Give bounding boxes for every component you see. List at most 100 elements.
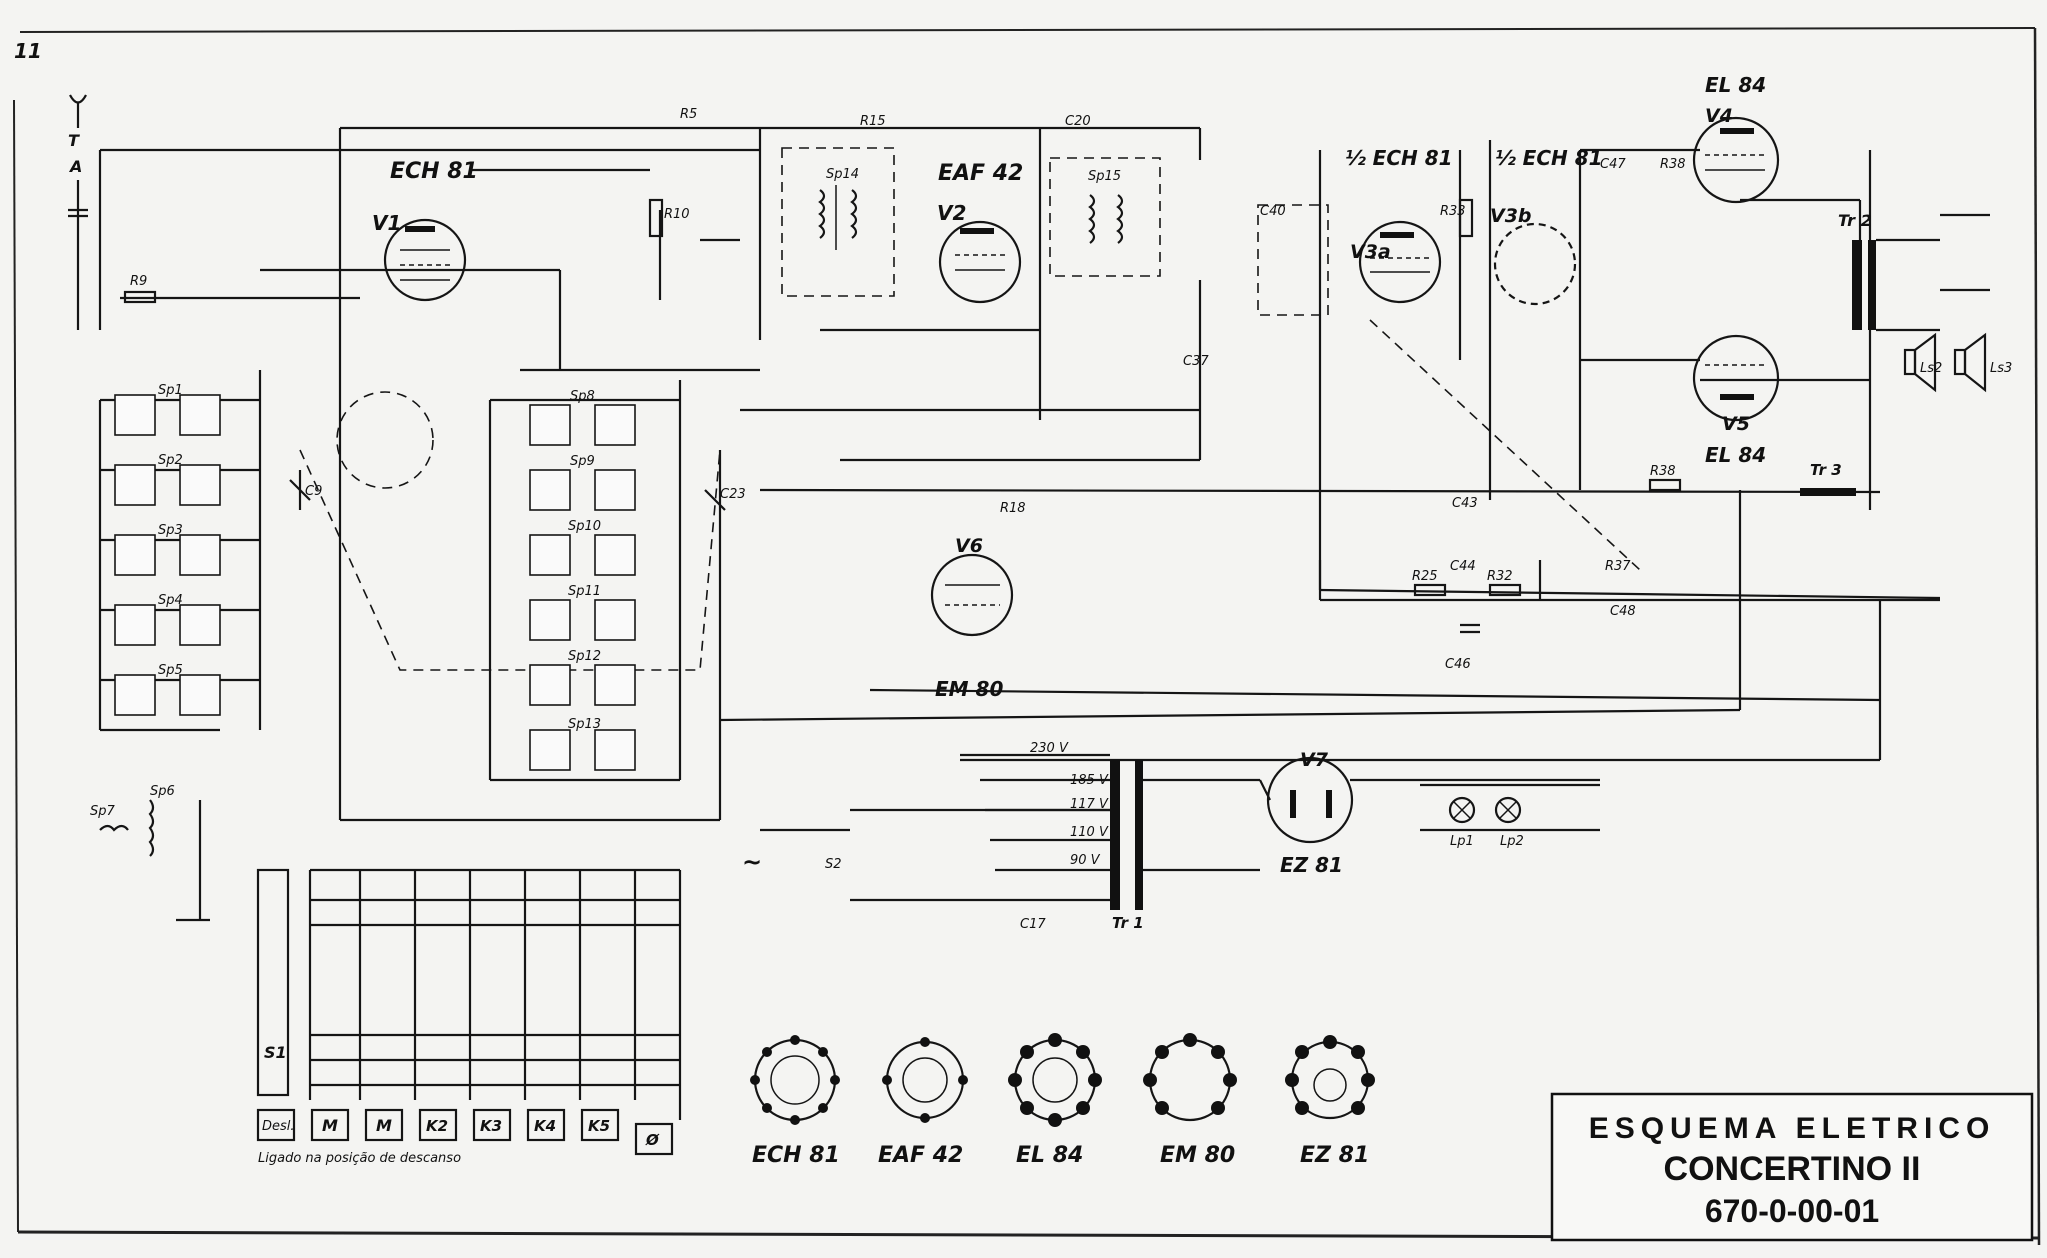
label-c35: C37 bbox=[1183, 354, 1209, 369]
component-labels: R9 R10 R33 R38 R25 R32 C46 C44 R37 C48 C… bbox=[123, 107, 1686, 932]
tube-v4: V4 EL 84 bbox=[1692, 73, 1780, 204]
page-mark: 11 bbox=[14, 39, 42, 63]
coil-sp6-sp7: Sp6 Sp7 bbox=[90, 784, 210, 922]
key-phono: Ø bbox=[645, 1131, 660, 1149]
tube-v3b-ref: V3b bbox=[1490, 205, 1532, 227]
switch-keys: Desl. M M K2 K3 K4 K5 Ø Ligado na posiçã… bbox=[256, 1108, 674, 1166]
tap-117v: 117 V bbox=[1070, 797, 1109, 812]
coil-label-sp15: Sp15 bbox=[1088, 169, 1121, 184]
cap-label-c23: C23 bbox=[720, 487, 746, 502]
tap-185v: 185 V bbox=[1070, 773, 1109, 788]
tube-v6-ref: V6 bbox=[955, 535, 983, 557]
transformer-tr2-label: Tr 2 bbox=[1838, 211, 1872, 230]
coil-bank-left: Sp1 Sp2 Sp3 Sp4 Sp5 bbox=[98, 370, 262, 732]
tap-90v: 90 V bbox=[1070, 853, 1101, 868]
coil-label-sp10: Sp10 bbox=[568, 519, 601, 534]
coil-label-sp1: Sp1 bbox=[158, 383, 183, 398]
if-transformer-2-shield bbox=[1049, 157, 1161, 277]
base-ech81: ECH 81 bbox=[750, 1035, 840, 1168]
title-block: ESQUEMA ELETRICO CONCERTINO II 670-0-00-… bbox=[1550, 1092, 2034, 1242]
title-line-3: 670-0-00-01 bbox=[1705, 1193, 1879, 1229]
ground-label: T bbox=[68, 131, 80, 150]
label-r33: R32 bbox=[1487, 569, 1513, 584]
pilot-lamps: Lp1 Lp2 bbox=[1420, 783, 1600, 849]
cap-label-c9: C9 bbox=[305, 484, 322, 499]
title-line-1: ESQUEMA ELETRICO bbox=[1589, 1112, 1996, 1145]
label-c28: C17 bbox=[1020, 917, 1046, 932]
coil-label-sp14: Sp14 bbox=[826, 167, 859, 182]
speaker-ls3-label: Ls3 bbox=[1990, 361, 2012, 376]
label-c42: C44 bbox=[1450, 559, 1476, 574]
coil-label-sp2: Sp2 bbox=[158, 453, 183, 468]
label-r29: R25 bbox=[1412, 569, 1438, 584]
transformer-tr3-label: Tr 3 bbox=[1810, 461, 1842, 479]
key-k2: K2 bbox=[426, 1117, 448, 1135]
base-em80: EM 80 bbox=[1143, 1033, 1237, 1168]
label-c36: C40 bbox=[1260, 204, 1286, 219]
base-ez81: EZ 81 bbox=[1285, 1035, 1375, 1168]
tube-v3a-ref: V3a bbox=[1350, 241, 1391, 263]
tube-v2-ref: V2 bbox=[937, 201, 966, 225]
key-m1: M bbox=[322, 1116, 338, 1135]
tap-230v: 230 V bbox=[1030, 741, 1069, 756]
coil-label-sp13: Sp13 bbox=[568, 717, 601, 732]
base-eaf42: EAF 42 bbox=[878, 1037, 968, 1168]
coil-bank-centre: Sp8 Sp9 Sp10 Sp11 Sp12 Sp13 bbox=[488, 380, 682, 782]
antenna-label: A bbox=[68, 157, 82, 176]
speaker-ls2-label: Ls2 bbox=[1920, 361, 1942, 376]
tube-v5: V5 EL 84 bbox=[1692, 334, 1780, 467]
tube-v2-type: EAF 42 bbox=[938, 161, 1023, 186]
tube-v1-type: ECH 81 bbox=[390, 159, 478, 184]
detector-shield bbox=[1257, 204, 1329, 316]
key-k5: K5 bbox=[588, 1117, 610, 1135]
lamp-lp2-label: Lp2 bbox=[1500, 834, 1524, 849]
label-c44: C47 bbox=[1600, 157, 1626, 172]
base-ech81-label: ECH 81 bbox=[752, 1143, 840, 1168]
tube-base-diagrams: ECH 81 EAF 42 EL 84 bbox=[750, 1033, 1375, 1168]
label-r18: R18 bbox=[1000, 501, 1026, 516]
label-c41: C43 bbox=[1452, 496, 1478, 511]
label-c29: C20 bbox=[1065, 114, 1091, 129]
coil-label-sp9: Sp9 bbox=[570, 454, 595, 469]
coil-label-sp11: Sp11 bbox=[568, 584, 601, 599]
choke-tr3: Tr 3 bbox=[1800, 461, 1856, 496]
antenna-input: T A bbox=[68, 94, 88, 330]
label-c46: C48 bbox=[1610, 604, 1636, 619]
tap-110v: 110 V bbox=[1070, 825, 1109, 840]
tube-v4-type: EL 84 bbox=[1705, 73, 1766, 97]
lamp-lp1-label: Lp1 bbox=[1450, 834, 1474, 849]
tube-v1-ref: V1 bbox=[372, 211, 401, 235]
base-el84: EL 84 bbox=[1008, 1033, 1102, 1168]
coil-label-sp8: Sp8 bbox=[570, 389, 595, 404]
base-eaf42-label: EAF 42 bbox=[878, 1143, 963, 1168]
label-r38: R38 bbox=[1660, 157, 1686, 172]
switch-s2-label: S2 bbox=[825, 857, 842, 872]
label-r37: R37 bbox=[1605, 559, 1631, 574]
key-m2: M bbox=[376, 1116, 392, 1135]
tube-v3a-type: ½ ECH 81 bbox=[1345, 146, 1453, 170]
tube-v7: V7 EZ 81 bbox=[1266, 749, 1354, 877]
tube-v4-ref: V4 bbox=[1705, 105, 1733, 127]
tube-v7-ref: V7 bbox=[1300, 749, 1329, 771]
mains-section: 230 V 185 V 117 V 110 V 90 V Tr 1 ~ S2 bbox=[742, 741, 1600, 932]
tube-v6: V6 EM 80 bbox=[930, 535, 1014, 701]
tube-v5-ref: V5 bbox=[1722, 413, 1750, 435]
label-r41: R38 bbox=[1650, 464, 1676, 479]
coil-label-sp3: Sp3 bbox=[158, 523, 183, 538]
if-transformer-1-shield bbox=[781, 147, 895, 297]
coil-label-sp7: Sp7 bbox=[90, 804, 116, 819]
output-transformer-tr2: Tr 2 bbox=[1838, 211, 1990, 332]
coil-label-sp12: Sp12 bbox=[568, 649, 601, 664]
speakers: Ls2 Ls3 bbox=[1903, 332, 2012, 393]
tube-v6-type: EM 80 bbox=[935, 677, 1003, 701]
coil-label-sp6: Sp6 bbox=[150, 784, 175, 799]
label-r15: R15 bbox=[860, 114, 886, 129]
title-line-2: CONCERTINO II bbox=[1664, 1150, 1921, 1188]
tube-v5-type: EL 84 bbox=[1705, 443, 1766, 467]
if-transformer-sp15: Sp15 bbox=[1088, 169, 1124, 244]
transformer-tr1-label: Tr 1 bbox=[1112, 914, 1144, 932]
tube-v1: V1 ECH 81 bbox=[372, 159, 478, 302]
coil-label-sp4: Sp4 bbox=[158, 593, 183, 608]
base-ez81-label: EZ 81 bbox=[1300, 1143, 1369, 1168]
switch-note: Ligado na posição de descanso bbox=[258, 1151, 461, 1166]
